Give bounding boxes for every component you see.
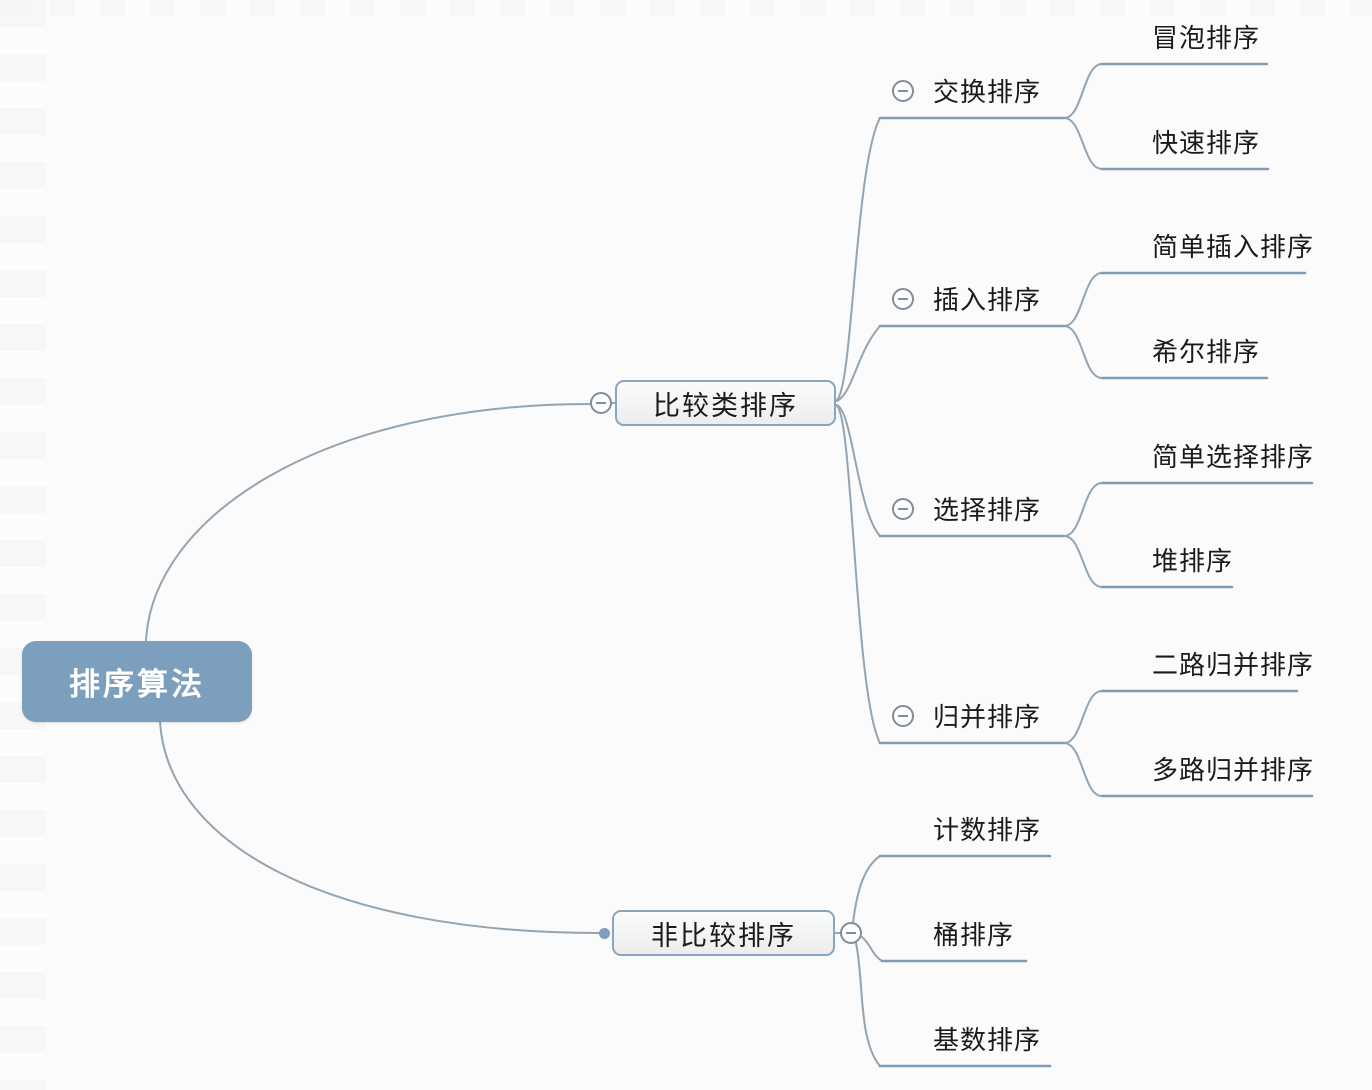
collapse-minus-icon-selection-sort[interactable] <box>892 498 914 520</box>
connector-selection-heap <box>1063 535 1103 588</box>
connector-exchange-bubble <box>1063 63 1103 119</box>
topic-shell-sort[interactable]: 希尔排序 <box>1152 337 1261 367</box>
connector-comparison-selection <box>836 404 881 537</box>
connector-comparison-merge <box>836 405 881 744</box>
topic-multi-way-merge-sort[interactable]: 多路归并排序 <box>1152 755 1315 785</box>
topic-bucket-sort[interactable]: 桶排序 <box>933 920 1015 950</box>
topic-selection-sort[interactable]: 选择排序 <box>933 495 1042 525</box>
topic-heap-sort[interactable]: 堆排序 <box>1152 546 1234 576</box>
connector-merge-multiway <box>1063 742 1103 797</box>
topic-two-way-merge-sort[interactable]: 二路归并排序 <box>1152 650 1315 680</box>
collapse-minus-icon-merge-sort[interactable] <box>892 705 914 727</box>
topic-non-comparison-sort[interactable]: 非比较排序 <box>612 910 835 956</box>
topic-radix-sort[interactable]: 基数排序 <box>933 1025 1042 1055</box>
collapse-minus-icon-exchange-sort[interactable] <box>892 80 914 102</box>
topic-quick-sort[interactable]: 快速排序 <box>1152 128 1261 158</box>
topic-bubble-sort[interactable]: 冒泡排序 <box>1152 23 1261 53</box>
connector-insertion-simpleinsertion <box>1063 272 1103 327</box>
connector-exchange-quick <box>1063 117 1103 170</box>
connector-root-noncomparison <box>159 721 600 934</box>
connector-comparison-insertion <box>836 325 881 402</box>
connector-noncomparison-radix <box>855 942 881 1067</box>
collapse-minus-icon-comparison-sort[interactable] <box>590 392 612 414</box>
connector-selection-simpleselection <box>1063 482 1103 537</box>
topic-counting-sort[interactable]: 计数排序 <box>933 815 1042 845</box>
topic-simple-insertion-sort[interactable]: 简单插入排序 <box>1152 232 1315 262</box>
collapse-minus-icon-insertion-sort[interactable] <box>892 288 914 310</box>
topic-comparison-sort[interactable]: 比较类排序 <box>615 380 836 426</box>
connector-merge-twoway <box>1063 690 1103 744</box>
topic-simple-selection-sort[interactable]: 简单选择排序 <box>1152 442 1315 472</box>
canvas-edge-pattern-left <box>0 0 46 1090</box>
collapse-minus-icon-non-comparison-sort[interactable] <box>840 922 862 944</box>
topic-insertion-sort[interactable]: 插入排序 <box>933 285 1042 315</box>
topic-exchange-sort[interactable]: 交换排序 <box>933 77 1042 107</box>
attach-dot-icon-non-comparison-sort <box>599 928 610 939</box>
connector-noncomparison-bucket <box>861 936 883 962</box>
topic-merge-sort[interactable]: 归并排序 <box>933 702 1042 732</box>
connector-insertion-shell <box>1063 325 1103 379</box>
connector-comparison-exchange <box>836 117 881 401</box>
connector-root-comparison <box>145 403 591 642</box>
canvas-edge-pattern-top <box>0 0 1372 15</box>
topic-root-sorting-algorithms[interactable]: 排序算法 <box>22 641 252 722</box>
connector-noncomparison-counting <box>852 855 881 924</box>
